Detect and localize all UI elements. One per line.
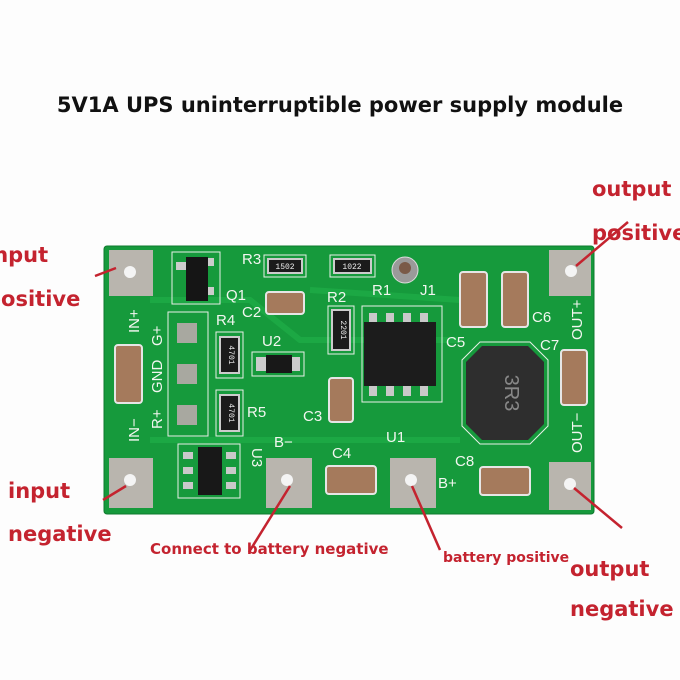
svg-text:R3: R3 (242, 251, 261, 268)
resistor-r3: 1502 (263, 254, 307, 278)
svg-text:IN+: IN+ (126, 309, 143, 333)
svg-text:1022: 1022 (342, 263, 361, 272)
svg-text:4701: 4701 (226, 345, 235, 364)
arrow-input-positive (94, 266, 117, 278)
arrow-input-negative (102, 484, 127, 502)
inductor: 3R3 (461, 341, 549, 445)
svg-text:C4: C4 (332, 445, 351, 462)
svg-text:C5: C5 (446, 334, 465, 351)
svg-text:negative: negative (570, 597, 674, 621)
svg-text:U2: U2 (262, 333, 281, 350)
label-output-positive: output positive (592, 177, 680, 245)
capacitor-c5 (459, 271, 488, 328)
pcb-board: 1502 1022 2201 4701 4701 (103, 245, 595, 515)
svg-text:G+: G+ (149, 325, 166, 346)
page-title: 5V1A UPS uninterruptible power supply mo… (57, 93, 623, 117)
transistor-q1 (171, 251, 221, 305)
label-input-negative: input negative (8, 479, 112, 546)
svg-text:output: output (570, 557, 649, 581)
svg-text:input: input (8, 479, 70, 503)
label-input-positive: input positive (0, 243, 80, 311)
svg-text:OUT+: OUT+ (569, 299, 586, 340)
svg-text:1502: 1502 (275, 263, 294, 272)
capacitor-c6 (501, 271, 529, 328)
pad-output-negative (549, 462, 591, 510)
arrow-output-negative (573, 487, 623, 529)
label-battery-negative: Connect to battery negative (150, 540, 389, 558)
pad-battery-positive (390, 458, 436, 508)
silkscreen-labels: Q1 R3 R1 J1 R2 C2 R4 U2 C5 C6 C7 C3 R5 U… (126, 251, 586, 492)
svg-text:OUT−: OUT− (569, 412, 586, 453)
ic-u1 (361, 305, 443, 403)
svg-text:C3: C3 (303, 408, 322, 425)
svg-text:R4: R4 (216, 312, 235, 329)
svg-text:IN−: IN− (126, 418, 143, 442)
resistor-r4: 4701 (215, 331, 244, 379)
svg-text:negative: negative (8, 522, 112, 546)
svg-text:C8: C8 (455, 453, 474, 470)
label-output-negative: output negative (570, 557, 674, 621)
capacitor-c2 (265, 291, 305, 315)
diode-u2 (251, 351, 305, 377)
pad-input-positive (109, 250, 153, 296)
resistor-r2: 2201 (327, 305, 355, 355)
led (391, 256, 419, 284)
resistor-r1: 1022 (329, 254, 376, 278)
svg-text:positive: positive (0, 287, 80, 311)
capacitor-c7 (560, 349, 588, 406)
svg-text:GND: GND (149, 360, 166, 394)
svg-text:Q1: Q1 (226, 287, 246, 304)
label-battery-positive: battery positive (443, 550, 569, 566)
capacitor-c3 (328, 377, 354, 423)
svg-text:R2: R2 (327, 289, 346, 306)
capacitor-input (114, 344, 143, 404)
svg-text:input: input (0, 243, 48, 267)
svg-text:4701: 4701 (226, 403, 235, 422)
pad-input-negative (109, 458, 153, 508)
annotation-arrows (94, 221, 629, 553)
svg-text:3R3: 3R3 (500, 375, 522, 412)
svg-text:C2: C2 (242, 304, 261, 321)
capacitor-c4 (325, 465, 377, 495)
svg-text:C7: C7 (540, 337, 559, 354)
capacitor-c8 (479, 466, 531, 496)
svg-text:output: output (592, 177, 671, 201)
svg-text:R5: R5 (247, 404, 266, 421)
svg-text:U1: U1 (386, 429, 405, 446)
svg-text:B−: B− (274, 434, 293, 451)
svg-text:positive: positive (592, 221, 680, 245)
svg-text:U3: U3 (248, 448, 265, 467)
ic-u3 (177, 443, 241, 499)
svg-text:B+: B+ (438, 475, 457, 492)
svg-text:R1: R1 (372, 282, 391, 299)
svg-text:R+: R+ (149, 409, 166, 429)
arrow-battery-positive (410, 485, 442, 551)
pad-output-positive (549, 250, 591, 296)
svg-text:J1: J1 (420, 282, 436, 299)
arrow-battery-negative (247, 485, 292, 553)
svg-text:C6: C6 (532, 309, 551, 326)
arrow-output-positive (575, 221, 629, 267)
svg-text:2201: 2201 (338, 320, 347, 339)
pad-battery-negative (266, 458, 312, 508)
header-g-gnd-r (167, 311, 209, 437)
resistor-r5: 4701 (215, 389, 244, 437)
